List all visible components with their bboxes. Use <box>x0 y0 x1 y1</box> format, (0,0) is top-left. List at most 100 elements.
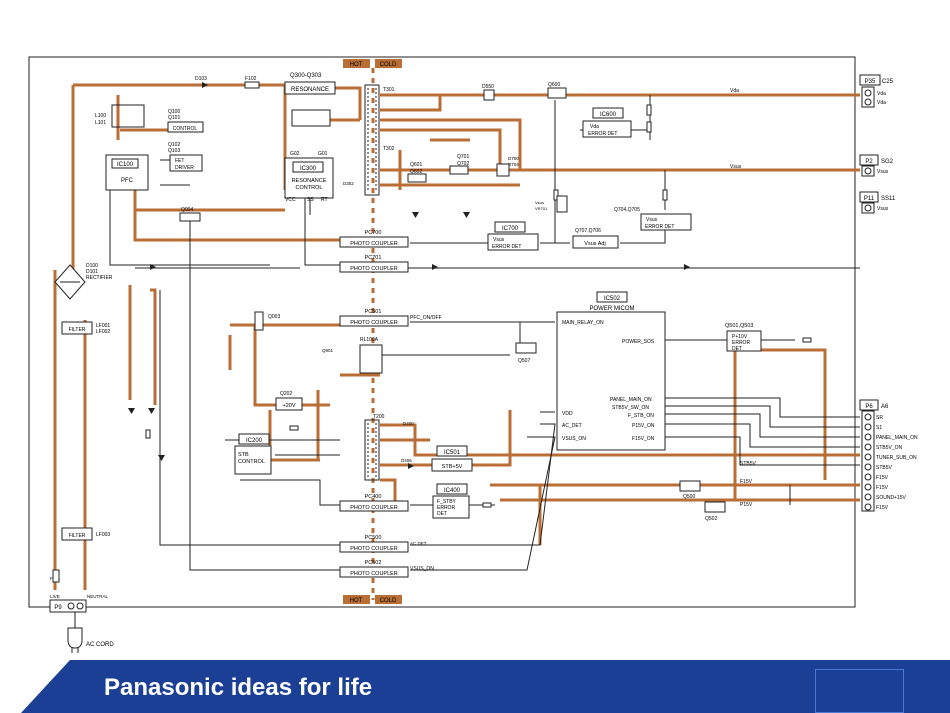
pin-panel: PANEL_MAIN_ON <box>876 435 918 441</box>
cold-label-top: COLD <box>380 62 397 68</box>
q600-label: Q600 <box>548 82 560 88</box>
neutral-label: NEUTRAL <box>87 594 109 599</box>
powermicom-label: POWER MICOM <box>590 306 635 312</box>
ac-cord-label: AC CORD <box>86 642 114 648</box>
pc502-label: PC502 <box>365 560 382 566</box>
diode-icons <box>128 82 690 469</box>
filter2-block <box>61 527 93 541</box>
photo6-label: PHOTO COUPLER <box>350 571 398 577</box>
transistor-q601 <box>407 173 427 183</box>
ss-label: SS <box>307 197 314 203</box>
q701-label: Q701 <box>457 154 469 160</box>
transformer-t200: T200 <box>364 414 385 481</box>
p6-pin-circles <box>864 413 872 511</box>
transistor-q500 <box>679 480 701 492</box>
q004-label: Q004 <box>181 207 193 213</box>
ac-det2-label: AC DET <box>410 541 427 546</box>
q502-label: Q502 <box>705 516 717 522</box>
pfc-label: PFC <box>121 178 134 184</box>
ic100-label: IC100 <box>117 162 134 168</box>
q702-label: Q702 <box>457 161 469 167</box>
vsus-error-det-block <box>487 233 539 251</box>
f102-label: F102 <box>245 76 257 82</box>
control-block <box>167 121 204 133</box>
pc500-label: PC500 <box>365 535 382 541</box>
q202-label: Q202 <box>280 391 292 397</box>
hot-label-top: HOT <box>350 62 363 68</box>
vsus-adj-block <box>572 235 619 249</box>
p35-label: P35 <box>865 79 876 85</box>
vda-error-det-block <box>582 120 632 138</box>
f-stby-error-det-block <box>432 495 470 519</box>
filter1-block <box>61 321 93 335</box>
diagram-frame <box>28 56 856 608</box>
l100-label: L100 <box>95 113 106 119</box>
ic300-label: IC300 <box>300 166 317 172</box>
p35-block <box>859 74 881 86</box>
p2-block <box>859 154 879 166</box>
p11-pin <box>861 202 875 214</box>
rt-label: RT <box>321 197 328 203</box>
ic200-label: IC200 <box>246 438 263 444</box>
footer-bar: Panasonic ideas for life <box>0 660 950 713</box>
p2-label: P2 <box>865 159 873 165</box>
f-stb-label: F_STB_ON <box>628 413 654 419</box>
ic200-tag <box>238 433 270 445</box>
error-det1-label: ERROR DET <box>588 131 617 137</box>
resistor-icons <box>145 104 812 508</box>
d550-label: D550 <box>482 84 494 90</box>
relay-rl100 <box>359 344 383 374</box>
d352-label: D352 <box>343 181 354 186</box>
photo-coupler-pc502 <box>339 566 409 578</box>
q704-label: Q704,Q705 <box>614 207 640 213</box>
vsus-err2-label: Vsus <box>646 217 658 223</box>
q100-label: Q100 <box>168 109 180 115</box>
q901-label: Q901 <box>322 348 334 353</box>
photo-coupler-pc701 <box>339 261 409 273</box>
diode-d550 <box>483 89 495 101</box>
error-det3-label: ERROR DET <box>645 224 674 230</box>
photo2-label: PHOTO COUPLER <box>350 266 398 272</box>
p15v-on-label: P15V_ON <box>632 423 655 429</box>
brand-tagline: ideas for life <box>230 674 373 701</box>
pc701-label: PC701 <box>365 255 382 261</box>
vsus-line-label: Vsus <box>730 164 742 170</box>
error-det2-label: ERROR DET <box>492 244 521 250</box>
driver-label: DRIVER <box>175 165 194 171</box>
sg2-label: SG2 <box>881 159 894 165</box>
ac-plug-icon <box>67 612 83 653</box>
pfc-onoff-label: PFC_ON/OFF <box>410 315 442 321</box>
fuse-f102 <box>244 81 260 89</box>
det2-label: DET <box>437 511 447 517</box>
t200-label: T200 <box>373 414 385 420</box>
pin-f15v3: F15V <box>876 505 889 511</box>
p6-pins <box>861 410 875 512</box>
fet-driver-block <box>169 154 203 172</box>
pin-f15v2: F15V <box>876 485 889 491</box>
resonance-block <box>284 81 336 95</box>
resonance-label: RESONANCE <box>291 87 329 93</box>
bridge-d700 <box>496 163 510 177</box>
vsus-p11-label: Vsus <box>877 206 889 212</box>
t302-label: T302 <box>383 146 395 152</box>
live-label: LIVE <box>50 594 60 599</box>
power-traces <box>53 83 860 590</box>
pin-tuner: TUNER_SUB_ON <box>876 455 917 461</box>
pin-stb5v2: STB5V <box>876 465 893 471</box>
q003-label: Q003 <box>268 314 280 320</box>
photo-coupler-pc501 <box>339 315 409 327</box>
photo4-label: PHOTO COUPLER <box>350 505 398 511</box>
ic400-label: IC400 <box>444 488 461 494</box>
v20-block <box>275 397 303 411</box>
q707-label: Q707,Q706 <box>575 228 601 234</box>
filter1-label: FILTER <box>69 327 86 333</box>
det-label: DET <box>732 346 742 352</box>
pin-sr: SR <box>876 415 883 421</box>
f-stby-label: F_STBY <box>437 499 457 505</box>
bridge-rectifier <box>54 264 86 300</box>
g02-label: G02 <box>290 151 300 157</box>
ic501-label: IC501 <box>444 450 461 456</box>
stb5v-label: STB+5V <box>442 464 463 470</box>
photo1-label: PHOTO COUPLER <box>350 241 398 247</box>
f15v-on-label: F15V_ON <box>632 436 655 442</box>
